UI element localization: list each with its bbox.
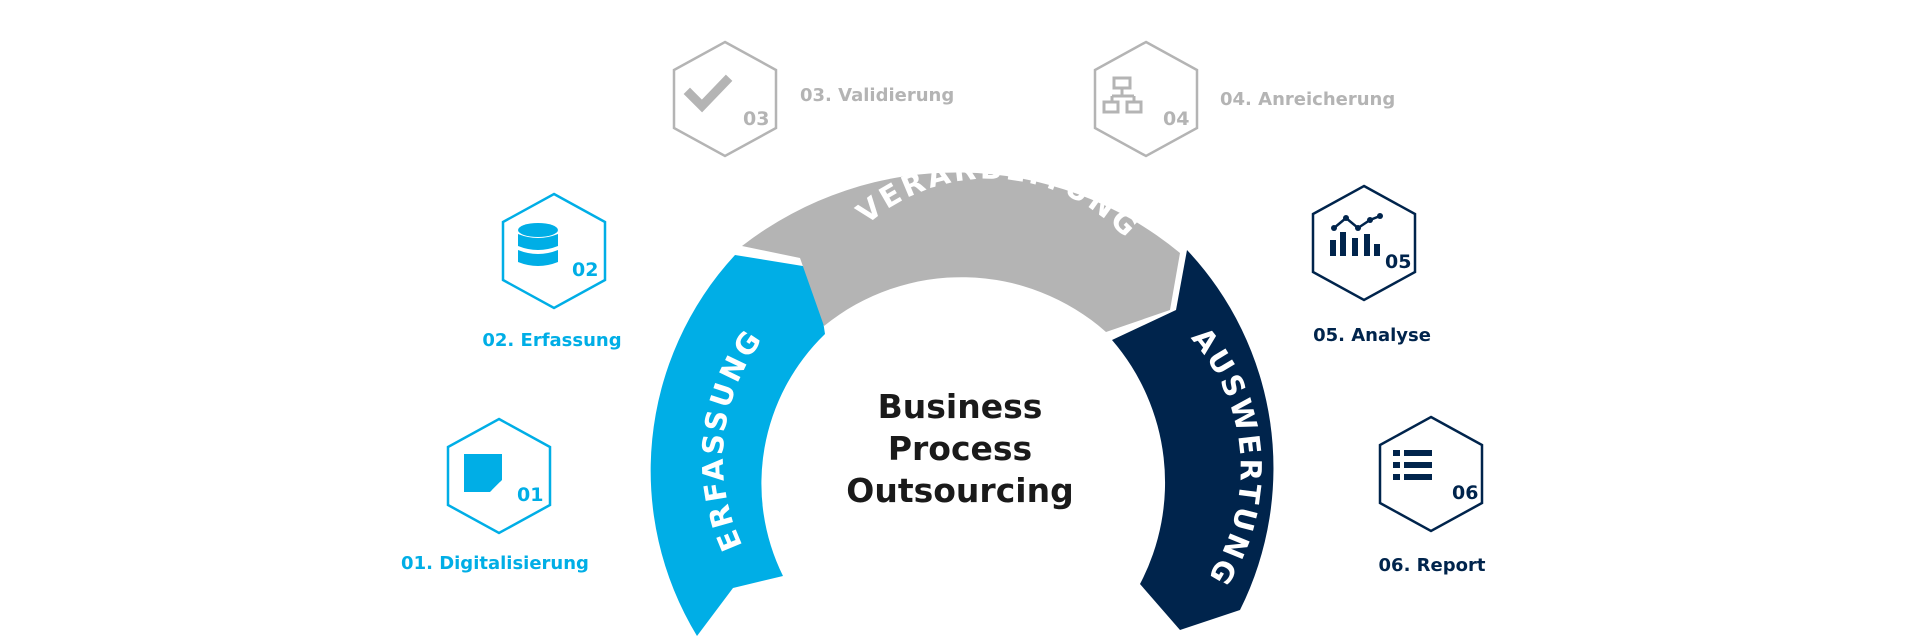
step-04: 04 04. Anreicherung [1093, 40, 1395, 158]
chart-icon [1330, 213, 1383, 256]
network-icon [1102, 76, 1143, 114]
step-02: 02 02. Erfassung [482, 192, 622, 351]
hexagon-03 [672, 40, 778, 158]
segment-auswertung [1112, 250, 1274, 630]
segment-erfassung [650, 255, 825, 636]
step-06: 06 06. Report [1378, 415, 1486, 576]
segment-verarbeitung [742, 172, 1180, 332]
list-icon [1393, 450, 1432, 480]
step-05: 05 05. Analyse [1311, 184, 1431, 346]
step-label-01: 01. Digitalisierung [401, 553, 589, 574]
hexagon-06 [1378, 415, 1484, 533]
step-label-05: 05. Analyse [1313, 325, 1431, 346]
step-number-05: 05 [1385, 251, 1411, 273]
checkmark-icon [683, 74, 733, 113]
hexagon-04 [1093, 40, 1199, 158]
database-icon [518, 223, 558, 266]
step-label-04: 04. Anreicherung [1220, 89, 1395, 110]
step-label-03: 03. Validierung [800, 85, 954, 106]
step-label-06: 06. Report [1379, 555, 1486, 576]
hexagon-02 [501, 192, 607, 310]
hexagon-05 [1311, 184, 1417, 302]
step-03: 03 03. Validierung [672, 40, 954, 158]
center-title-line-1: Business [878, 387, 1043, 426]
step-number-04: 04 [1163, 108, 1189, 130]
step-number-01: 01 [517, 484, 543, 506]
step-01: 01 01. Digitalisierung [401, 417, 589, 574]
center-title-line-3: Outsourcing [846, 471, 1073, 510]
step-label-02: 02. Erfassung [482, 330, 621, 351]
step-number-06: 06 [1452, 482, 1478, 504]
note-icon [464, 454, 502, 492]
center-title-line-2: Process [888, 429, 1032, 468]
step-number-02: 02 [572, 259, 598, 281]
step-number-03: 03 [743, 108, 769, 130]
hexagon-01 [446, 417, 552, 535]
